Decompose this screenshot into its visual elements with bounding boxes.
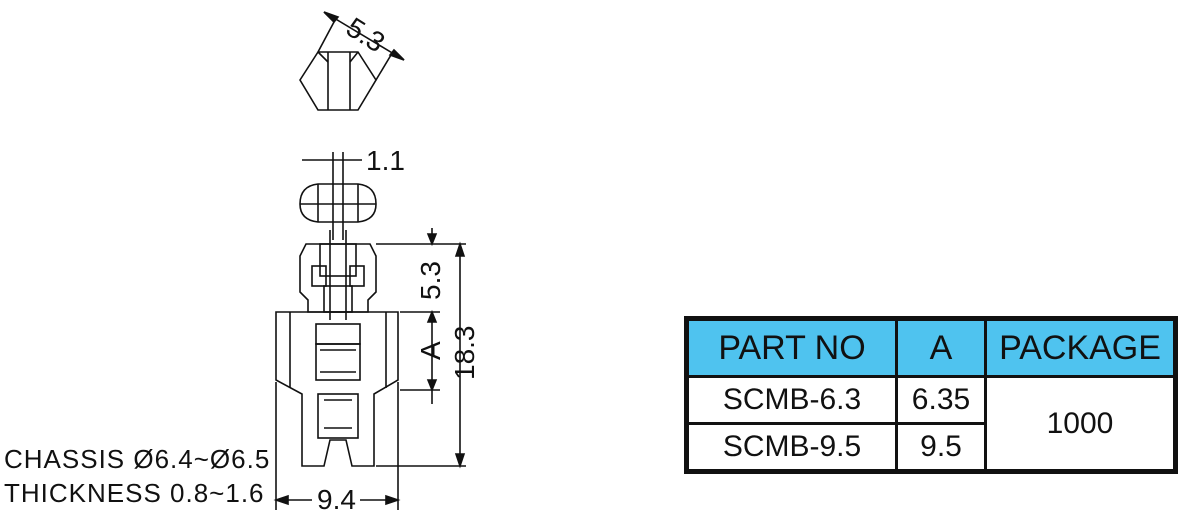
screw-head	[299, 183, 377, 223]
slot-dimension	[302, 152, 362, 240]
thickness-note: THICKNESS 0.8~1.6	[4, 478, 265, 508]
a-value-cell: 9.5	[895, 425, 984, 469]
variable-length-label: A	[415, 341, 446, 360]
spacer-lower-body	[275, 311, 399, 467]
header-package: PACKAGE	[984, 321, 1173, 375]
body-width-label: 9.4	[317, 484, 356, 513]
table-header-row: PART NO A PACKAGE	[689, 321, 1173, 375]
hex-head-view	[299, 51, 377, 111]
vertical-dimensions	[376, 228, 466, 467]
header-a: A	[895, 321, 984, 375]
header-part-no: PART NO	[718, 328, 866, 367]
total-length-label: 18.3	[449, 326, 480, 381]
table-row: SCMB-6.3 6.35	[689, 375, 984, 422]
table-row: SCMB-9.5 9.5	[689, 422, 984, 469]
parts-table: PART NO A PACKAGE SCMB-6.3 6.35 SCMB-9.5…	[684, 316, 1178, 474]
chassis-note: CHASSIS Ø6.4~Ø6.5	[4, 444, 271, 474]
spacer-upper-body	[299, 230, 377, 320]
top-length-label: 5.3	[415, 261, 446, 300]
part-no-cell: SCMB-9.5	[722, 430, 862, 463]
slot-width-label: 1.1	[366, 145, 405, 176]
a-value-cell: 6.35	[895, 378, 984, 422]
package-cell: 1000	[984, 375, 1173, 469]
part-no-cell: SCMB-6.3	[722, 383, 862, 416]
